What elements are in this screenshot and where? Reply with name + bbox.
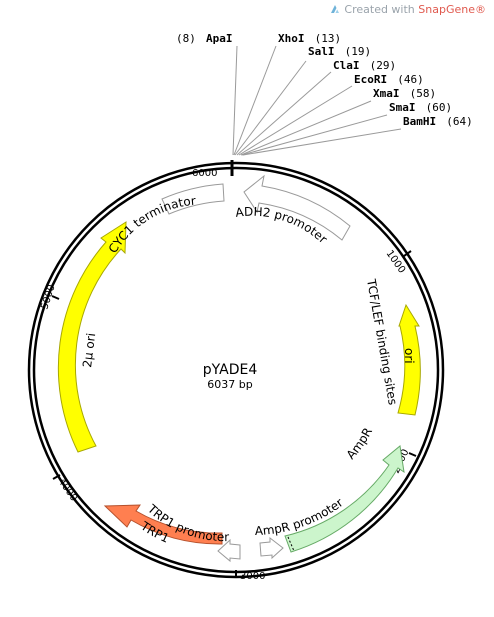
site-leader-line — [240, 100, 372, 156]
feature-ampr-promoter-arrow — [259, 536, 284, 560]
feature-trp1-arrow — [103, 504, 223, 545]
feature-ori-arrow — [397, 303, 421, 416]
restriction-sites: (8) ApaI XhoI (13) SalI (19) ClaI (29) E… — [176, 27, 473, 129]
site-apai-name: ApaI — [206, 32, 233, 45]
site-bamhi-name: BamHI — [403, 115, 436, 128]
site-smai-name: SmaI — [389, 101, 416, 114]
tick-label-1000: 1000 — [384, 248, 408, 275]
tick-mark — [403, 250, 412, 257]
tick-label-4000: 4000 — [56, 476, 80, 503]
tick-mark — [52, 474, 61, 480]
site-clai-name: ClaI — [333, 59, 360, 72]
site-xhoi: XhoI (13) — [278, 27, 341, 46]
feature-ampr-marker — [287, 536, 295, 552]
site-leader-line — [241, 114, 388, 156]
tick-marks — [51, 160, 417, 578]
site-sali: SalI (19) — [308, 40, 371, 59]
site-sali-name: SalI — [308, 45, 335, 58]
site-ecori-name: EcoRI — [354, 73, 387, 86]
site-leader-line — [232, 45, 238, 156]
feature-cyc1-terminator-text: CYC1 terminator — [106, 194, 197, 256]
plasmid-name: pYADE4 — [203, 362, 258, 378]
feature-2mu-ori-arrow — [57, 221, 127, 453]
snapgene-logo-icon — [331, 5, 340, 13]
site-leader-line — [238, 85, 353, 156]
site-xmai-pos: (58) — [410, 87, 437, 100]
tick-mark — [408, 452, 417, 457]
tick-label-6000: 6000 — [192, 168, 217, 179]
features — [57, 174, 421, 563]
plasmid-size: 6037 bp — [207, 378, 252, 391]
site-ecori-pos: (46) — [397, 73, 424, 86]
site-smai-pos: (60) — [426, 101, 453, 114]
site-xhoi-name: XhoI — [278, 32, 305, 45]
tick-mark — [51, 295, 60, 300]
site-smai: SmaI (60) — [389, 96, 452, 115]
site-leader-lines — [232, 45, 402, 156]
site-xmai-name: XmaI — [373, 87, 400, 100]
site-leader-line — [233, 45, 277, 156]
feature-ampr-text: AmpR — [344, 425, 375, 462]
site-ecori: EcoRI (46) — [354, 68, 424, 87]
feature-2mu-ori-label: 2μ ori — [80, 332, 98, 368]
site-sali-pos: (19) — [345, 45, 372, 58]
feature-ori-label: ori — [402, 348, 416, 364]
feature-cyc1-terminator-box — [161, 183, 225, 215]
site-leader-line — [234, 60, 307, 156]
feature-ampr-label: AmpR — [344, 425, 375, 462]
feature-tcf-lef-label: TCF/LEF binding sites — [364, 277, 400, 406]
feature-cyc1-terminator-label: CYC1 terminator — [106, 194, 197, 256]
site-apai-pos: (8) — [176, 32, 196, 45]
site-leader-line — [236, 71, 332, 156]
site-clai-pos: (29) — [370, 59, 397, 72]
site-bamhi-pos: (64) — [446, 115, 473, 128]
feature-adh2-promoter-arrow — [243, 174, 351, 241]
site-xhoi-pos: (13) — [315, 32, 342, 45]
feature-ampr-arrow — [284, 445, 405, 553]
site-clai: ClaI (29) — [333, 54, 396, 73]
feature-trp1-promoter-arrow — [217, 538, 241, 563]
snapgene-watermark: Created with SnapGene® — [330, 3, 486, 16]
site-xmai: XmaI (58) — [373, 82, 436, 101]
watermark-prefix: Created with — [344, 3, 419, 16]
site-leader-line — [242, 128, 402, 156]
site-apai: (8) ApaI — [176, 27, 232, 46]
tick-label-3000: 3000 — [240, 571, 265, 582]
site-bamhi: BamHI (64) — [403, 110, 473, 129]
watermark-brand: SnapGene® — [418, 3, 486, 16]
